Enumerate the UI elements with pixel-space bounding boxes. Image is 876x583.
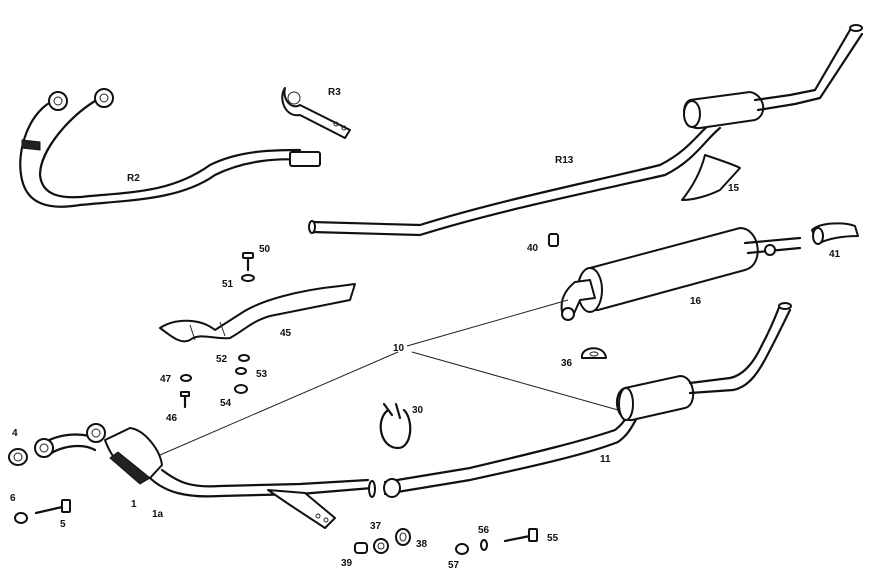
label-45: 45 <box>280 328 292 339</box>
label-r2: R2 <box>127 173 140 184</box>
part-38-ring <box>395 528 411 546</box>
label-47: 47 <box>160 374 172 385</box>
label-57: 57 <box>448 560 460 571</box>
part-57-nut <box>455 543 469 555</box>
part-16-rear-silencer <box>560 227 802 321</box>
part-r13-rear-pipe <box>308 24 864 237</box>
callout-labels: R2 R3 R13 15 40 41 50 51 45 16 10 36 52 … <box>10 87 841 571</box>
part-47-washer <box>180 374 192 382</box>
label-r13: R13 <box>555 155 574 166</box>
label-16: 16 <box>690 296 702 307</box>
part-6-nut <box>14 512 28 524</box>
part-41-tailpipe-tip <box>811 222 859 245</box>
label-55: 55 <box>547 533 559 544</box>
label-4: 4 <box>12 428 18 439</box>
part-55-bolt <box>503 528 538 543</box>
label-1: 1 <box>131 499 137 510</box>
label-52: 52 <box>216 354 228 365</box>
part-37-bushing <box>373 538 389 554</box>
part-53-washer <box>235 367 247 375</box>
part-4-gasket <box>8 448 28 466</box>
label-15: 15 <box>728 183 740 194</box>
part-5-bolt <box>34 499 71 515</box>
part-50-bolt <box>242 252 254 272</box>
part-11-center-pipe-silencer <box>383 302 792 498</box>
label-6: 6 <box>10 493 16 504</box>
label-40: 40 <box>527 243 539 254</box>
part-40-rubber-mount <box>548 233 559 247</box>
part-36-rubber-ring <box>580 347 607 359</box>
part-r3-bracket <box>281 87 351 139</box>
label-36: 36 <box>561 358 573 369</box>
label-r3: R3 <box>328 87 341 98</box>
label-54: 54 <box>220 398 232 409</box>
part-15-heat-shield <box>681 154 741 201</box>
label-41: 41 <box>829 249 841 260</box>
leader-lines-10 <box>159 299 619 456</box>
label-38: 38 <box>416 539 428 550</box>
label-5: 5 <box>60 519 66 530</box>
label-53: 53 <box>256 369 268 380</box>
part-56-washer <box>480 539 488 551</box>
label-46: 46 <box>166 413 178 424</box>
label-39: 39 <box>341 558 353 569</box>
part-46-bolt <box>180 391 190 409</box>
part-52-washer <box>238 354 250 362</box>
part-51-washer <box>241 274 255 282</box>
part-45-heat-shield <box>159 283 356 343</box>
part-54-nut <box>234 384 248 394</box>
part-39-rubber-buffer <box>354 542 368 554</box>
label-50: 50 <box>259 244 271 255</box>
label-10: 10 <box>393 343 405 354</box>
label-56: 56 <box>478 525 490 536</box>
part-r2-front-pipe <box>19 88 321 208</box>
label-1a: 1a <box>152 509 164 520</box>
part-1-front-pipe-catalyst <box>34 423 376 529</box>
label-51: 51 <box>222 279 234 290</box>
label-30: 30 <box>412 405 424 416</box>
label-11: 11 <box>600 454 611 465</box>
part-30-clamp <box>379 402 412 450</box>
label-37: 37 <box>370 521 382 532</box>
